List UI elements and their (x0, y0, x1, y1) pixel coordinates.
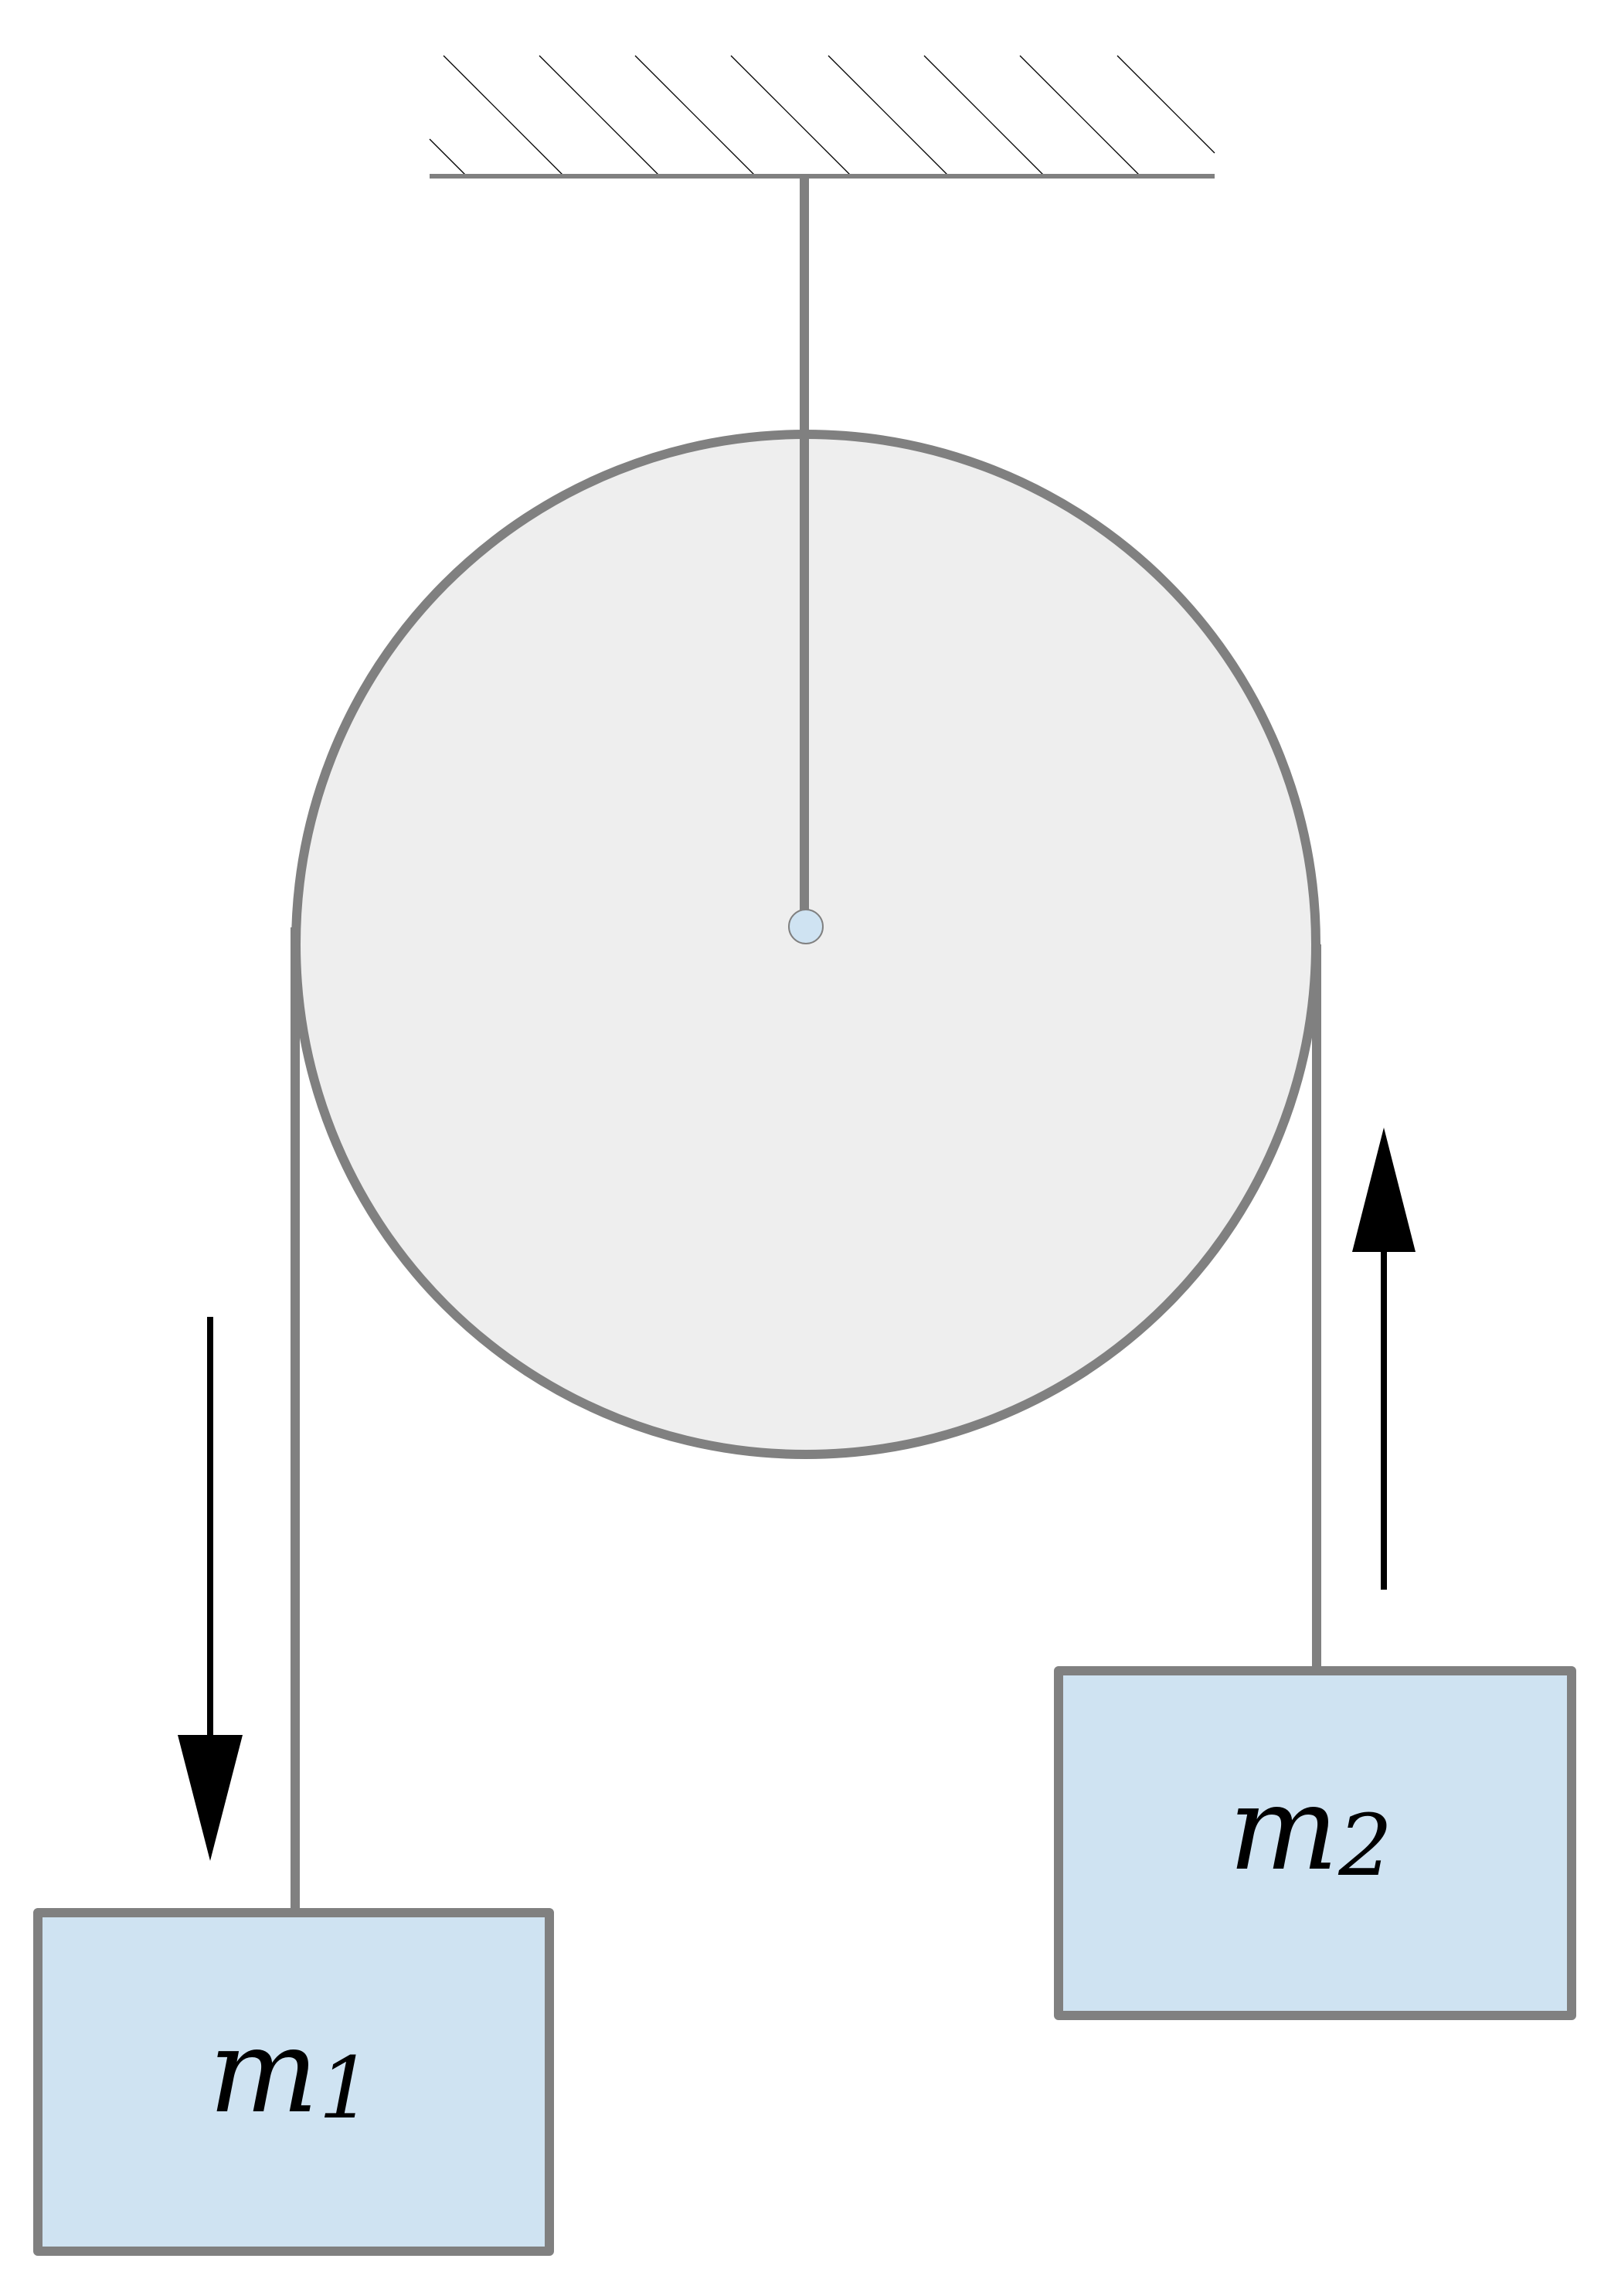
mass-symbol: m (1229, 1762, 1338, 1896)
pulley-axle (788, 909, 824, 944)
hatch-line (730, 55, 852, 177)
mass-label-m1: m1 (209, 2005, 372, 2139)
ceiling-hatch (429, 55, 1215, 177)
mass-box-m1 (33, 1908, 554, 2256)
hatch-line (1116, 55, 1215, 154)
hatch-line (828, 55, 950, 177)
hatch-line (443, 55, 565, 177)
arrow-down-icon (178, 1317, 243, 1861)
mass-subscript: 2 (1337, 1796, 1392, 1895)
arrow-head (1352, 1128, 1416, 1252)
hatch-line (923, 55, 1045, 177)
mass-block-m1: m1 (33, 1908, 554, 2256)
hatch-line (539, 55, 661, 177)
arrow-head (178, 1735, 243, 1861)
arrow-up-icon (1352, 1128, 1416, 1590)
mass-subscript: 1 (318, 2039, 372, 2138)
hatch-line (429, 138, 467, 177)
mass-label-m2: m2 (1229, 1762, 1392, 1896)
hatch-line (634, 55, 756, 177)
mass-block-m2: m2 (1054, 1666, 1576, 2020)
hatch-line (1019, 55, 1141, 177)
mass-symbol: m (209, 2005, 318, 2139)
mass-box-m2 (1054, 1666, 1576, 2020)
